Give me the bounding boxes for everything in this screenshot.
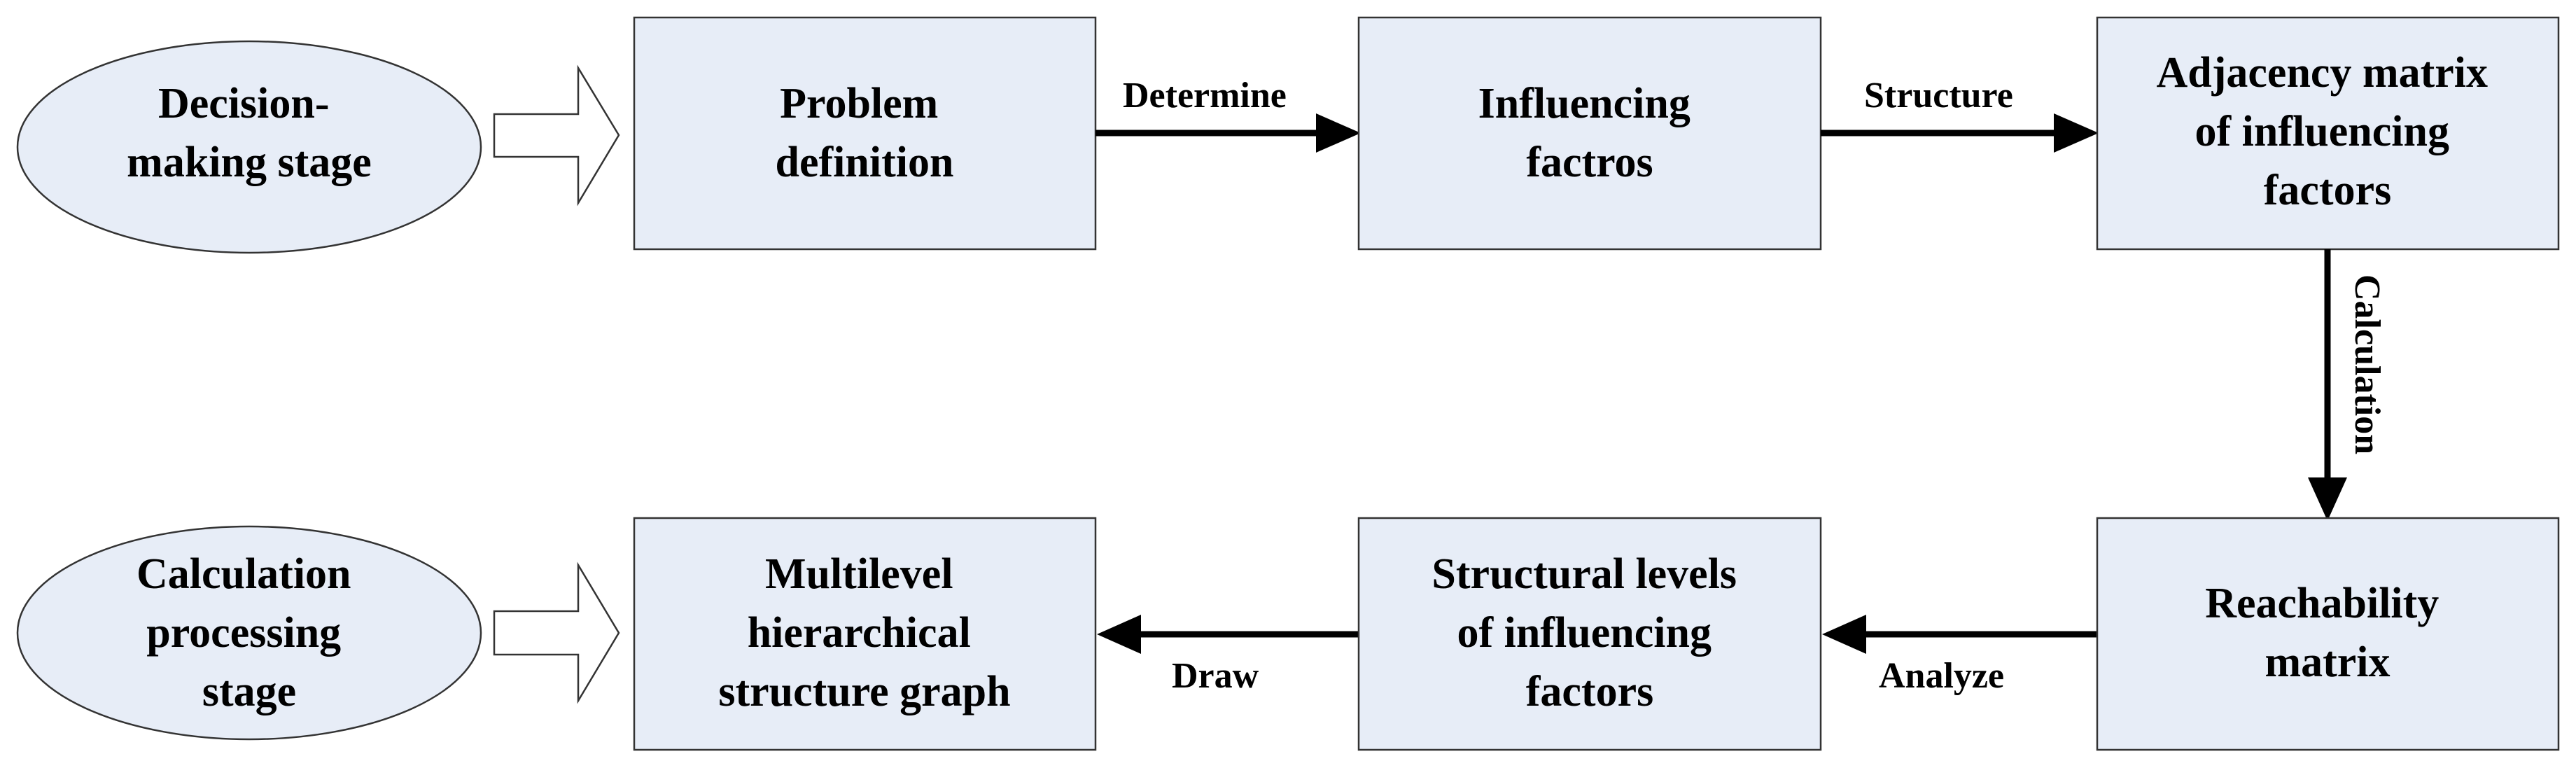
determine-arrow-head [1316,113,1361,153]
draw-label: Draw [1172,656,1259,696]
hierarchical-graph-box [633,517,1097,751]
structural-levels-box [1357,517,1822,751]
calculation-stage-hollow-arrow [493,561,620,704]
calculation-label: Calculation [2347,274,2387,454]
decision-stage-hollow-arrow [493,64,620,207]
influencing-factors-box [1357,16,1822,251]
analyze-arrow-head [1822,615,1866,654]
calculation-processing-stage-label: Calculation processing stage [136,550,362,715]
calculation-arrow-head [2308,477,2347,521]
reachability-matrix-label: Reachability matrix [2205,580,2450,686]
influencing-factors-label: Influencing factros [1478,80,1702,186]
reachability-matrix-box [2096,517,2560,751]
adjacency-matrix-box [2096,16,2560,251]
decision-making-stage-ellipse [16,40,482,254]
problem-definition-label: Problem definition [776,80,954,186]
structure-label: Structure [1864,76,2013,116]
calculation-processing-stage-ellipse [16,525,482,741]
determine-label: Determine [1123,76,1287,116]
problem-definition-box [633,16,1097,251]
decision-making-stage-label: Decision- making stage [127,80,372,186]
structure-arrow-head [2054,113,2099,153]
hierarchical-graph-label: Multilevel hierarchical structure graph [718,550,1010,715]
adjacency-matrix-label: Adjacency matrix of influencing factors [2157,49,2499,214]
analyze-label: Analyze [1879,656,2004,696]
structural-levels-label: Structural levels of influencing factors [1432,550,1747,715]
draw-arrow-head [1097,615,1141,654]
